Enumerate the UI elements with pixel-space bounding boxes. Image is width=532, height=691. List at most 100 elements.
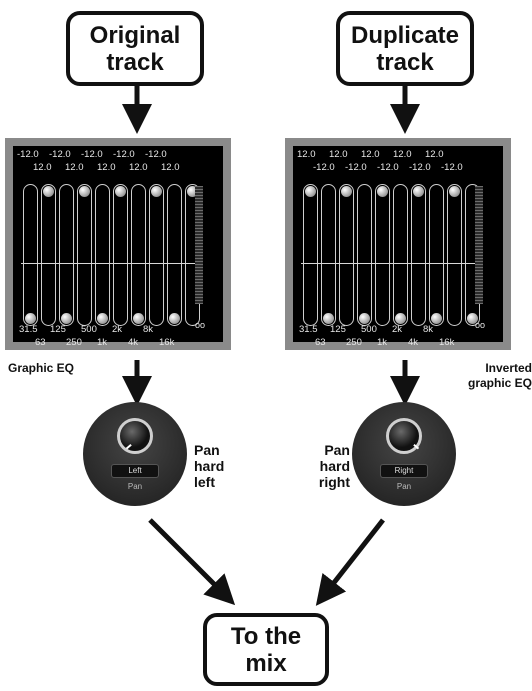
eq-top-value: 12.0 [33, 162, 52, 173]
eq-zero-line [301, 263, 477, 264]
eq-top-value: 12.0 [161, 162, 180, 173]
eq-top-value: -12.0 [345, 162, 367, 173]
to-the-mix-box: To the mix [203, 613, 329, 686]
eq-zero-line [21, 263, 197, 264]
eq-slider-knob[interactable] [341, 186, 352, 197]
eq-slider-track [77, 184, 92, 326]
eq-slider-knob[interactable] [377, 186, 388, 197]
eq-slider-track [23, 184, 38, 326]
eq-slider-knob[interactable] [449, 186, 460, 197]
eq-slider-track [339, 184, 354, 326]
eq-band-label: 16k [159, 337, 175, 348]
eq-slider-track [95, 184, 110, 326]
original-track-box: Original track [66, 11, 204, 86]
eq-band-label: 500 [361, 324, 377, 335]
eq-top-value: -12.0 [441, 162, 463, 173]
pan-hard-left-text: Pan hard left [194, 442, 225, 490]
eq-band-label: 1k [377, 337, 388, 348]
eq-top-value: -12.0 [145, 149, 167, 160]
eq-slider-track [149, 184, 164, 326]
eq-slider-knob[interactable] [115, 186, 126, 197]
level-meter [475, 186, 483, 304]
eq-top-value: 12.0 [361, 149, 380, 160]
eq-band-label: 8k [143, 324, 154, 335]
eq-band-label: 500 [81, 324, 97, 335]
arrow-pan-left-to-mix [148, 518, 236, 606]
eq-slider-track [41, 184, 56, 326]
eq-band-label: 31.5 [299, 324, 318, 335]
eq-band-label: 250 [66, 337, 82, 348]
eq-slider-knob[interactable] [169, 313, 180, 324]
meter-min-label: -oo [472, 320, 486, 330]
eq-band-label: 16k [439, 337, 455, 348]
eq-top-value: 12.0 [393, 149, 412, 160]
eq-slider-knob[interactable] [61, 313, 72, 324]
eq-top-value: 12.0 [97, 162, 116, 173]
eq-slider-track [447, 184, 462, 326]
eq-slider-knob[interactable] [395, 313, 406, 324]
eq-band-label: 4k [408, 337, 419, 348]
eq-top-value: 12.0 [329, 149, 348, 160]
eq-top-value: -12.0 [409, 162, 431, 173]
eq-band-label: 2k [112, 324, 123, 335]
eq-slider-track [411, 184, 426, 326]
level-meter [195, 186, 203, 304]
pan-dial[interactable] [386, 418, 422, 454]
pan-label: Pan [396, 482, 412, 491]
eq-band-label: 63 [35, 337, 46, 348]
eq-slider-knob[interactable] [467, 313, 478, 324]
eq-top-value: -12.0 [17, 149, 39, 160]
eq-slider-knob[interactable] [413, 186, 424, 197]
duplicate-track-box: Duplicate track [336, 11, 474, 86]
eq-top-value: 12.0 [129, 162, 148, 173]
eq-top-value: -12.0 [113, 149, 135, 160]
eq-top-value: -12.0 [81, 149, 103, 160]
eq-top-value: -12.0 [313, 162, 335, 173]
eq-screen: 12.0 -12.0 12.0 -12.0 12.0 -12.0 12.0 -12.0 12.0… [293, 146, 503, 348]
eq-slider-track [303, 184, 318, 326]
eq-slider-knob[interactable] [151, 186, 162, 197]
eq-slider-track [167, 184, 182, 326]
eq-slider-knob[interactable] [431, 313, 442, 324]
eq-band-label: 125 [50, 324, 66, 335]
pan-position-label: Right [380, 464, 428, 478]
pan-knob-left[interactable]: Left Pan [83, 402, 187, 506]
arrow-pan-right-to-mix [315, 518, 385, 606]
eq-band-label: 4k [128, 337, 139, 348]
pan-position-label: Left [111, 464, 159, 478]
to-the-mix-label: To the mix [230, 622, 302, 677]
graphic-eq-caption: Graphic EQ [8, 361, 75, 375]
eq-slider-track [357, 184, 372, 326]
eq-band-label: 125 [330, 324, 346, 335]
eq-slider-track [131, 184, 146, 326]
eq-slider-knob[interactable] [25, 313, 36, 324]
pan-knob-right[interactable]: Right Pan [352, 402, 456, 506]
eq-slider-track [429, 184, 444, 326]
eq-slider-knob[interactable] [79, 186, 90, 197]
eq-slider-knob[interactable] [97, 313, 108, 324]
eq-slider-track [393, 184, 408, 326]
eq-slider-track [375, 184, 390, 326]
eq-top-value: 12.0 [297, 149, 316, 160]
eq-slider-track [113, 184, 128, 326]
pan-label: Pan [127, 482, 143, 491]
eq-band-label: 250 [346, 337, 362, 348]
eq-slider-knob[interactable] [43, 186, 54, 197]
eq-slider-knob[interactable] [323, 313, 334, 324]
eq-slider-knob[interactable] [133, 313, 144, 324]
pan-dial[interactable] [117, 418, 153, 454]
eq-band-label: 63 [315, 337, 326, 348]
eq-band-label: 2k [392, 324, 403, 335]
eq-band-label: 31.5 [19, 324, 38, 335]
eq-slider-track [59, 184, 74, 326]
eq-slider-knob[interactable] [305, 186, 316, 197]
meter-min-label: -oo [192, 320, 206, 330]
eq-top-value: 12.0 [425, 149, 444, 160]
eq-top-value: -12.0 [377, 162, 399, 173]
eq-slider-knob[interactable] [187, 186, 198, 197]
eq-slider-knob[interactable] [359, 313, 370, 324]
inverted-graphic-eq-caption: Inverted graphic EQ [467, 361, 532, 390]
